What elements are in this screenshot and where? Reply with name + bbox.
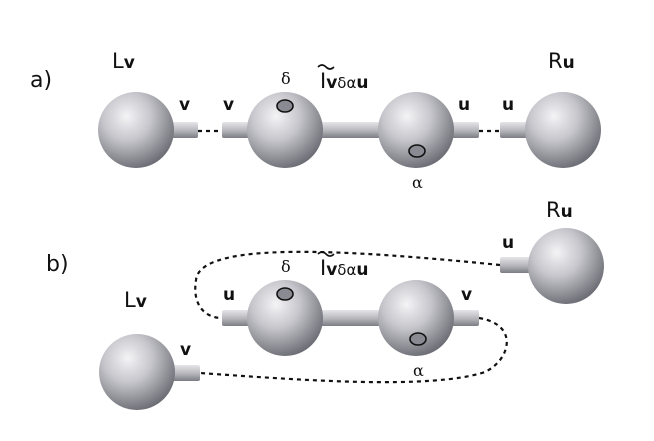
center-right-stub [451,122,479,138]
stub-label-left-v: v [179,95,190,115]
dashed-link-lower-loop [199,316,508,384]
bond-rod [315,122,390,138]
site-alpha-marker [409,332,427,346]
sphere-r [525,92,601,168]
center-left-stub [222,310,252,326]
center-tensor-label: Ivδαu [317,251,368,280]
stub-label-center-u: u [458,95,470,115]
svg-text:Ivδαu: Ivδαu [320,69,368,93]
site-label-delta: δ [281,257,291,276]
right-stub [500,122,532,138]
stub-label-left-v: v [180,340,191,360]
site-alpha-marker [408,144,426,158]
bond-rod [315,310,390,326]
tilde-mark [317,251,335,257]
sphere-l [98,92,174,168]
left-sphere-label: Lv [112,49,135,73]
site-label-alpha: α [413,361,424,380]
sphere-l [99,334,175,410]
site-delta-marker [276,287,294,301]
sphere-center-left [247,280,323,356]
site-label-delta: δ [281,69,291,88]
left-sphere-label: Lv [124,288,147,312]
sphere-center-left [247,92,323,168]
site-delta-marker [276,99,294,113]
sphere-r [528,228,604,304]
stub-label-right-u: u [502,95,514,115]
left-stub [172,122,198,138]
stub-label-center-u: u [223,285,235,305]
right-stub [500,257,534,273]
center-left-stub [222,122,252,138]
center-tensor-label: Ivδαu [317,64,368,93]
panel-b: b) Lv Ru Ivδαu u v v u δ α [46,198,604,410]
site-label-alpha: α [412,173,423,192]
panel-a: a) Lv Ru Ivδαu v v u u δ α [30,49,601,192]
sphere-center-right [378,92,454,168]
dashed-link-upper-loop [194,250,501,320]
right-sphere-label: Ru [546,198,573,222]
stub-label-right-u: u [502,233,514,253]
right-sphere-label: Ru [548,49,575,73]
center-right-stub [451,310,479,326]
sphere-center-right [378,280,454,356]
panel-b-label: b) [46,252,69,277]
stub-label-center-v: v [223,95,234,115]
left-stub [172,365,200,381]
stub-label-center-v: v [461,285,472,305]
svg-text:Ivδαu: Ivδαu [320,256,368,280]
panel-a-label: a) [30,68,52,93]
tilde-mark [317,64,335,70]
